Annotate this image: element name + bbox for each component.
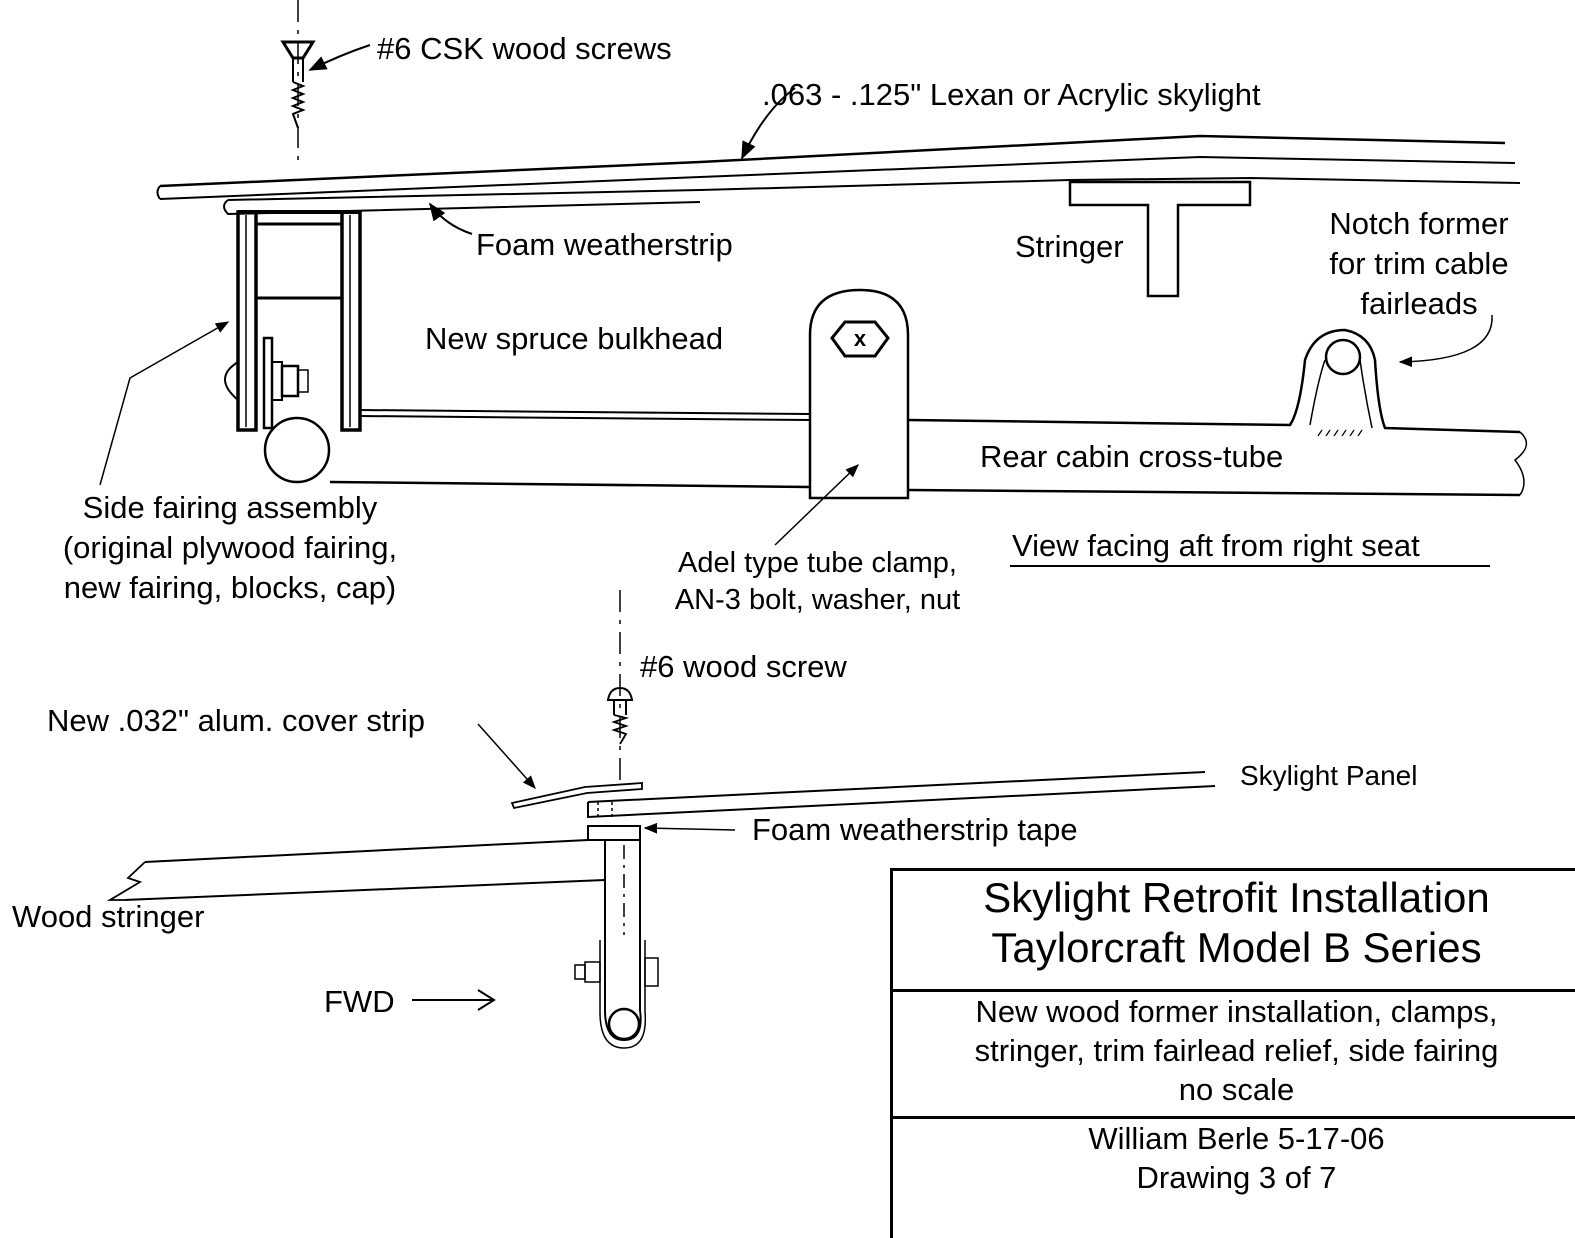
label-notch-former: Notch former for trim cable fairleads	[1329, 206, 1509, 321]
label-fwd: FWD	[324, 984, 395, 1019]
label-stringer: Stringer	[1015, 229, 1124, 264]
label-csk-screws: #6 CSK wood screws	[377, 31, 672, 66]
label-spruce-bulkhead: New spruce bulkhead	[425, 321, 724, 356]
foam-weatherstrip-leader	[428, 202, 473, 235]
label-foam-tape: Foam weatherstrip tape	[752, 812, 1078, 847]
rear-cross-tube	[329, 328, 1528, 497]
side-fairing-assembly	[224, 210, 362, 484]
label-skylight-panel: Skylight Panel	[1240, 760, 1418, 791]
wood-stringer-section	[106, 839, 606, 901]
csk-screw-leader	[308, 44, 371, 71]
label-adel-clamp: Adel type tube clamp, AN-3 bolt, washer,…	[674, 547, 961, 616]
title-block-title: Skylight Retrofit Installation Taylorcra…	[893, 871, 1575, 992]
adel-clamp-leader	[774, 464, 859, 546]
label-cover-strip: New .032" alum. cover strip	[47, 703, 425, 738]
skylight-sheet	[156, 134, 1516, 200]
csk-screw-icon	[280, 40, 316, 129]
label-wood-stringer: Wood stringer	[12, 899, 205, 934]
adel-clamp-upper	[808, 288, 910, 500]
stringer-t-section	[1068, 180, 1252, 298]
label-skylight-material: .063 - .125" Lexan or Acrylic skylight	[762, 77, 1261, 112]
adel-clamp-lower	[574, 840, 659, 1049]
author-date: William Berle 5-17-06	[1088, 1121, 1385, 1156]
skylight-leader	[741, 87, 796, 160]
title-block: Skylight Retrofit Installation Taylorcra…	[890, 868, 1575, 1238]
label-rear-cross-tube: Rear cabin cross-tube	[980, 439, 1284, 474]
side-fairing-leader	[99, 321, 230, 486]
fwd-arrow-icon	[412, 989, 496, 1011]
wood-screw-icon	[606, 686, 634, 745]
cover-strip-leader	[477, 723, 536, 790]
title-block-author: William Berle 5-17-06 Drawing 3 of 7	[893, 1119, 1575, 1197]
foam-tape-block	[587, 825, 641, 841]
cover-strip	[510, 782, 643, 810]
notch-former-leader	[1398, 314, 1493, 368]
foam-weatherstrip-line	[223, 176, 1521, 216]
sheet-number: Drawing 3 of 7	[1136, 1160, 1337, 1195]
bolt-mark: x	[854, 326, 867, 351]
foam-tape-leader	[643, 822, 736, 834]
title-block-description: New wood former installation, clamps, st…	[893, 990, 1575, 1119]
skylight-panel-section	[587, 771, 1216, 819]
label-side-fairing: Side fairing assembly (original plywood …	[62, 490, 398, 605]
label-foam-weatherstrip: Foam weatherstrip	[476, 227, 733, 262]
label-wood-screw: #6 wood screw	[640, 649, 847, 684]
view-caption: View facing aft from right seat	[1012, 528, 1420, 563]
